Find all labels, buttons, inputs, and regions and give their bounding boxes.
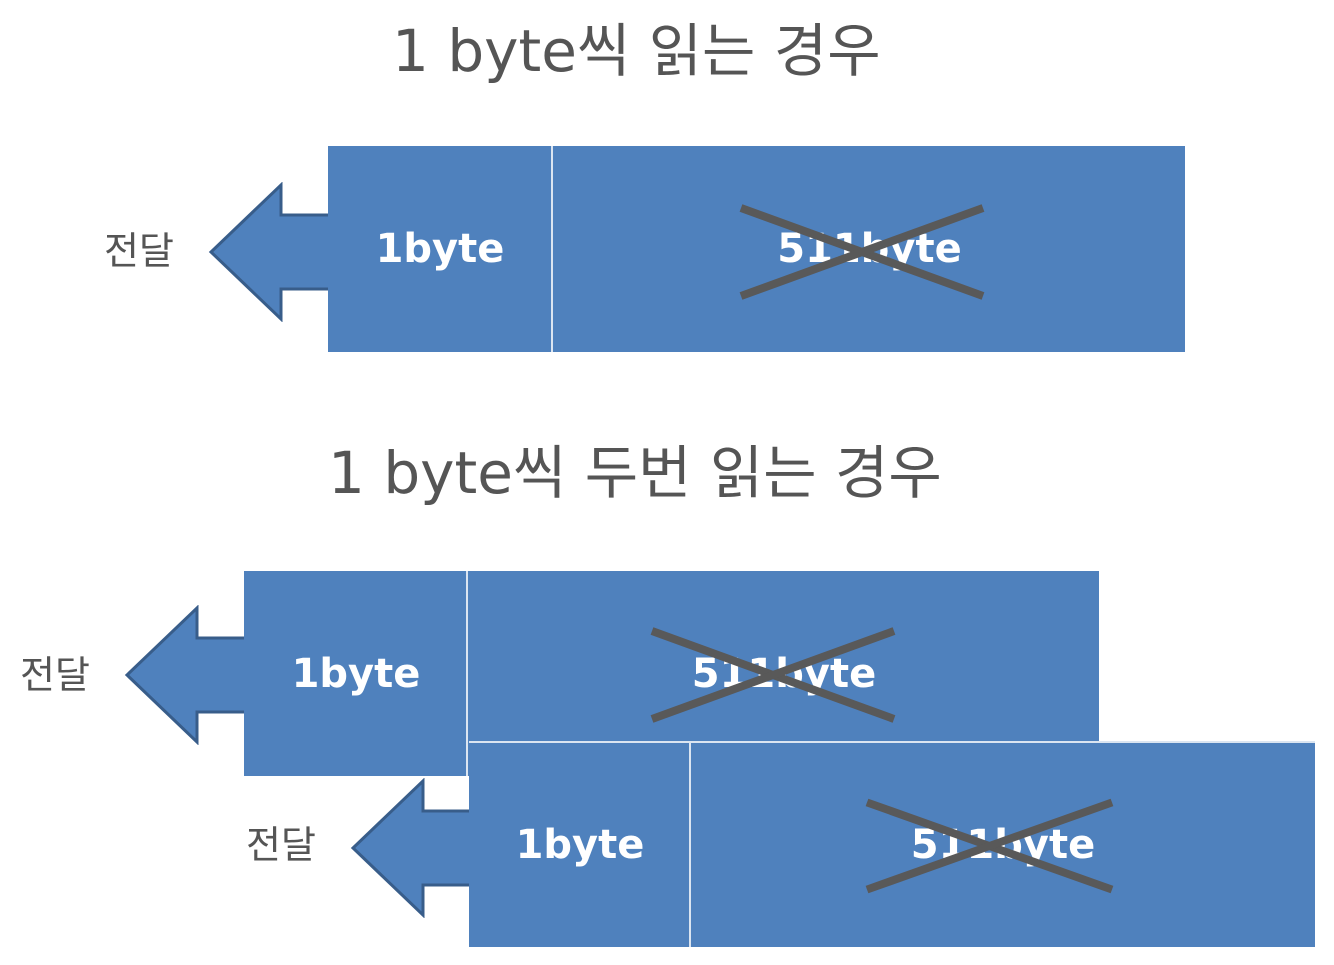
segment-divider-2 [466,571,468,776]
send-label-1: 전달 [104,229,174,273]
title-single-read: 1 byte씩 읽는 경우 [392,17,881,85]
send-label-2: 전달 [20,653,90,697]
buffer-block-3: 1byte 511byte [469,741,1315,947]
title-double-read: 1 byte씩 두번 읽는 경우 [328,439,942,507]
buffer-block-1: 1byte 511byte [328,146,1185,352]
read-segment-label-3: 1byte [515,822,645,868]
read-segment-label-2: 1byte [291,650,421,697]
segment-divider-1 [551,146,553,352]
send-label-3: 전달 [246,823,316,867]
read-segment-label-1: 1byte [375,226,505,272]
discard-segment-label-1: 511byte [777,226,962,272]
segment-divider-3 [689,743,691,947]
discard-segment-label-3: 511byte [910,822,1096,868]
